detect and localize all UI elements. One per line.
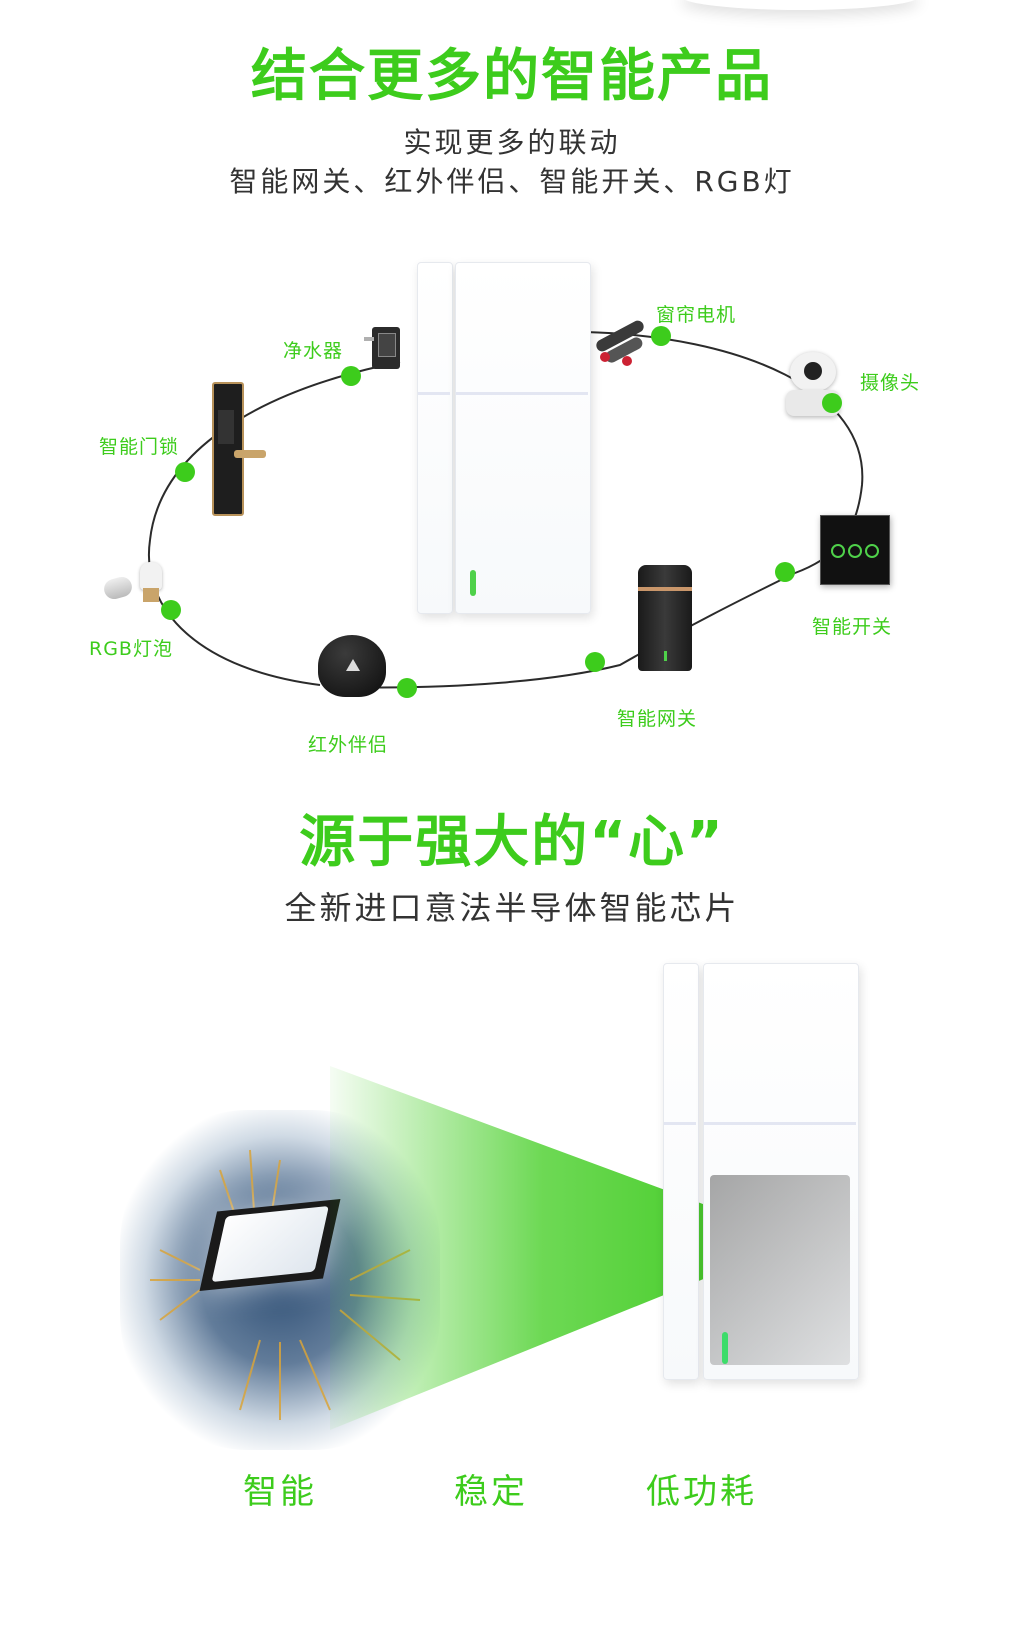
section2-subtitle: 全新进口意法半导体智能芯片 [284,889,740,927]
ring-curve-upper-left [147,361,401,686]
ring-dot-ir [397,678,417,698]
sensor2-magnet [663,963,699,1380]
label-smart-lock: 智能门锁 [99,436,180,458]
section1-subtitle-line1: 实现更多的联动 [403,126,621,159]
green-beam [330,1066,800,1430]
door-sensor-magnet [417,262,453,614]
rgb-bulb-image [101,562,164,610]
sensor2-magnet-seam [664,1122,696,1125]
top-edge-shadow [680,0,920,10]
sensor2-circuit-board [710,1175,850,1365]
ring-dot-bulb [161,600,181,620]
ring-dot-switch [775,562,795,582]
ring-dot-gateway [585,652,605,672]
label-smart-gateway: 智能网关 [617,708,698,730]
beam-shape [330,1066,800,1430]
door-sensor-led [470,570,476,596]
section1-title: 结合更多的智能产品 [251,44,773,109]
label-camera: 摄像头 [860,372,921,394]
ring-dot-camera [822,393,842,413]
sensor2-body [703,963,859,1380]
door-sensor-body [455,262,591,614]
feature-stable: 稳定 [454,1472,528,1512]
sensor2-led [722,1332,728,1364]
label-curtain-motor: 窗帘电机 [656,304,737,326]
sensor2-body-seam [704,1122,856,1125]
door-sensor-magnet-seam [418,392,450,395]
smart-lock-image [208,382,266,516]
feature-smart: 智能 [243,1472,317,1512]
ring-dot-curtain [651,326,671,346]
ring-dot-lock [175,462,195,482]
smart-gateway-image [632,565,698,675]
ir-companion-image [318,635,386,701]
feature-low-power: 低功耗 [646,1472,757,1512]
ring-dot-water [341,366,361,386]
section1-subtitle-line2: 智能网关、红外伴侣、智能开关、RGB灯 [229,165,795,198]
label-water-purifier: 净水器 [283,340,344,362]
ring-curve-lower-right [329,572,796,689]
water-purifier-image [364,327,400,369]
label-rgb-bulb: RGB灯泡 [89,638,173,660]
label-ir-companion: 红外伴侣 [308,734,389,756]
door-sensor-body-seam [456,392,588,395]
label-smart-switch: 智能开关 [812,616,893,638]
smart-switch-image [820,515,890,585]
curtain-motor-image [592,318,648,366]
section2-title: 源于强大的“心” [299,810,725,875]
